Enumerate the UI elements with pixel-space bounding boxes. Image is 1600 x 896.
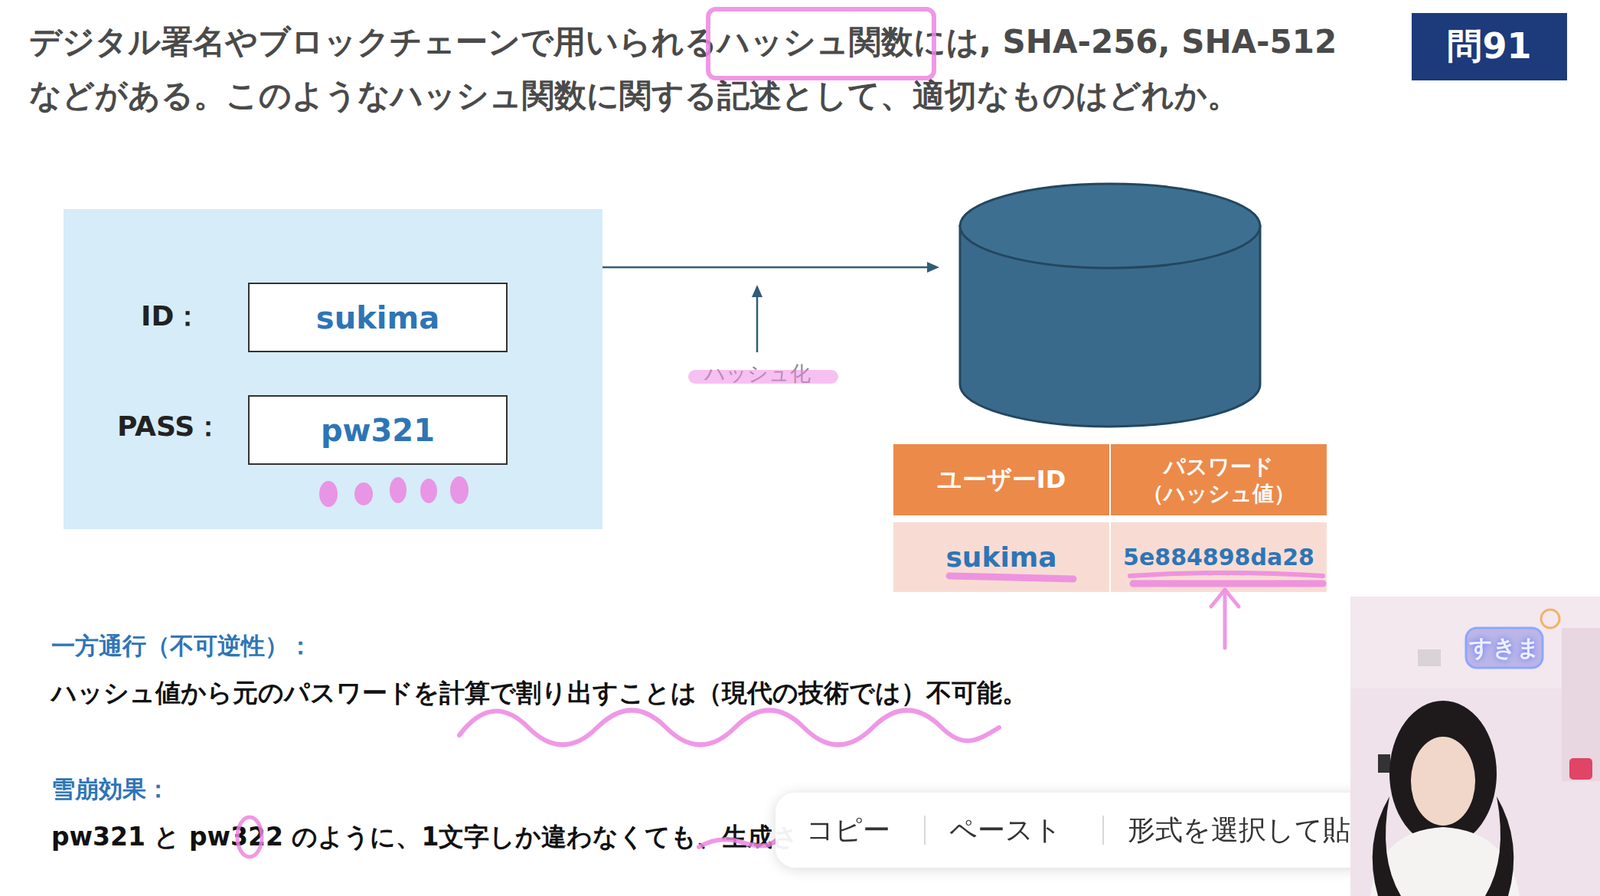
marker-dots-part (420, 478, 438, 503)
marker-dots-part (450, 476, 469, 504)
presenter-part (1372, 796, 1401, 896)
login-form-panel: ID： PASS： sukima pw321 (63, 208, 603, 529)
table-header-cell: パスワード （ハッシュ値） (1110, 444, 1327, 516)
webcam-frame-part (1569, 757, 1593, 780)
hash-step-label: ハッシュ化 (688, 358, 826, 389)
flow-arrow (574, 261, 940, 273)
webcam-frame-part (1350, 596, 1600, 896)
hash-pointer-arrow-part (751, 284, 763, 298)
hash-pointer-arrow (751, 284, 763, 353)
term-heading: 一方通行（不可逆性）： (51, 629, 313, 663)
presenter (1370, 700, 1520, 896)
marker-stroke-part (949, 575, 1074, 579)
table-header-cell: ユーザーID (893, 444, 1110, 516)
node-text: 形式を選択して貼 (1127, 792, 1351, 868)
marker-stroke-part (1133, 580, 1323, 588)
marker-stroke-part (695, 369, 832, 384)
marker-stroke-part (698, 839, 776, 847)
webcam-frame-part (1350, 596, 1600, 689)
database-cylinder (960, 183, 1261, 427)
term-description: pw321 と pw322 のように、1文字しか違わなくても、生成さ (51, 819, 799, 855)
marker-dots-part (354, 482, 373, 506)
input-box: pw321 (248, 395, 508, 465)
neon-sign-part (1541, 609, 1560, 628)
marker-dots-part (389, 476, 407, 503)
webcam-frame-part (1417, 649, 1441, 667)
marker-stroke-part (1129, 572, 1323, 576)
marker-stroke-part (708, 9, 934, 79)
presenter-part (1485, 796, 1514, 896)
menu-divider (924, 815, 926, 845)
neon-sign-text: すきま (1466, 627, 1543, 668)
marker-stroke-part (237, 816, 262, 857)
marker-stroke-part (1211, 589, 1239, 648)
table-cell: sukima (893, 522, 1110, 592)
marker-dots (319, 476, 469, 507)
flow-arrow-part (927, 261, 940, 273)
input-box: sukima (248, 282, 508, 353)
neon-sign-part (1466, 627, 1543, 668)
node-text: sukima (316, 300, 440, 336)
marker-stroke-part (459, 710, 1000, 745)
term-description: ハッシュ値から元のパスワードを計算で割り出すことは（現代の技術では）不可能。 (51, 675, 1028, 711)
menu-divider (1102, 815, 1104, 845)
node-text: 問91 (1446, 22, 1532, 71)
context-menu: コピーペースト形式を選択して貼 (775, 792, 1388, 868)
marker-dots-part (319, 480, 338, 507)
node-text: コピー (806, 792, 891, 868)
node-text: ID： (140, 299, 202, 334)
database-cylinder-part (960, 183, 1261, 268)
neon-sign-part (1466, 627, 1543, 668)
flow-arrow-part (574, 266, 930, 269)
question-number-badge: 問91 (1411, 13, 1568, 81)
table-cell: 5e884898da28 (1110, 522, 1327, 592)
marker-stroke (237, 9, 1323, 857)
term-heading: 雪崩効果： (51, 772, 170, 807)
webcam-frame (1350, 596, 1600, 896)
presenter-part (1389, 700, 1497, 846)
presenter-part (1370, 826, 1520, 896)
neon-sign (1466, 609, 1560, 668)
node-text: ペースト (949, 792, 1062, 868)
presenter-part (1410, 736, 1476, 826)
webcam-frame-part (1377, 754, 1391, 773)
question-title: デジタル署名やブロックチェーンで用いられるハッシュ関数には, SHA-256, … (29, 15, 1377, 123)
node-text: pw321 (320, 412, 435, 448)
hash-pointer-arrow-part (756, 293, 759, 353)
node-text: PASS： (117, 409, 223, 444)
webcam-frame-part (1561, 627, 1600, 781)
